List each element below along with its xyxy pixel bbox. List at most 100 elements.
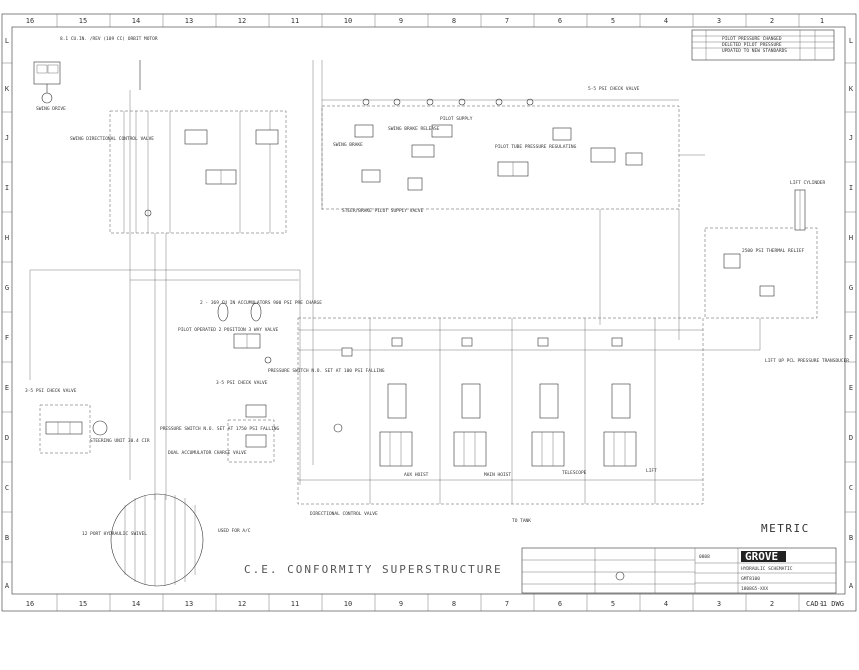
row-label: H — [5, 234, 9, 242]
col-label: 15 — [79, 17, 87, 25]
col-label: 16 — [26, 17, 34, 25]
row-label: I — [849, 184, 853, 192]
title-block-title: HYDRAULIC SCHEMATIC — [741, 566, 793, 572]
col-label: 4 — [664, 17, 668, 25]
steering-unit-group: 3-5 PSI CHECK VALVE STEERING UNIT 30.4 C… — [25, 388, 150, 454]
col-label: 8 — [452, 17, 456, 25]
col-label: 11 — [291, 600, 299, 608]
col-label: 2 — [770, 17, 774, 25]
steering-unit-label: STEERING UNIT 30.4 CIR — [90, 438, 150, 444]
swing-brake-label: SWING BRAKE — [333, 142, 363, 148]
title-block: GROVE HYDRAULIC SCHEMATIC GMT8100 1808G5… — [521, 547, 837, 594]
used-for-aux-label: USED FOR A/C — [218, 528, 251, 534]
to-tank-label: TO TANK — [512, 518, 531, 524]
telescope-label: TELESCOPE — [562, 470, 587, 476]
col-label: 15 — [79, 600, 87, 608]
main-hoist-label: MAIN HOIST — [484, 472, 511, 478]
outer-border — [1, 13, 857, 612]
row-label: G — [5, 284, 9, 292]
title-block-drawing-no: 1808G5-XXX — [741, 586, 768, 592]
col-label: 8 — [452, 600, 456, 608]
directional-valve-bank: DIRECTIONAL CONTROL VALVE AUX HOIST MAIN… — [297, 317, 704, 524]
check-valve-mid-label: 3-5 PSI CHECK VALVE — [216, 380, 268, 386]
col-label: 7 — [505, 600, 509, 608]
col-label: 6 — [558, 600, 562, 608]
col-label: 6 — [558, 17, 562, 25]
row-label: L — [849, 37, 853, 45]
col-label: 11 — [291, 17, 299, 25]
trunk-lines — [29, 60, 680, 500]
pressure-switch-top-label: PRESSURE SWITCH N.O. SET AT 100 PSI FALL… — [268, 368, 385, 374]
projection-symbol — [615, 571, 625, 581]
col-label: 5 — [611, 17, 615, 25]
col-label: 13 — [185, 600, 193, 608]
swing-brake-release-label: SWING BRAKE RELEASE — [388, 126, 440, 132]
dual-accumulator-label: DUAL ACCUMULATOR CHARGE VALVE — [168, 450, 247, 456]
col-label: 16 — [26, 600, 34, 608]
title-block-model: GMT8100 — [741, 576, 760, 582]
col-label: 1 — [820, 17, 824, 25]
col-label: 12 — [238, 17, 246, 25]
col-label: 14 — [132, 600, 140, 608]
inner-border — [11, 26, 846, 595]
col-label: 2 — [770, 600, 774, 608]
row-label: C — [5, 484, 9, 492]
brand-text: GROVE — [745, 550, 778, 563]
col-label: 1 — [820, 600, 824, 608]
col-label: 10 — [344, 17, 352, 25]
swing-valve-group: SWING DIRECTIONAL CONTROL VALVE — [70, 110, 287, 234]
directional-valve-label: DIRECTIONAL CONTROL VALVE — [310, 511, 378, 517]
col-label: 10 — [344, 600, 352, 608]
col-label: 3 — [717, 600, 721, 608]
check-valve-left-label: 3-5 PSI CHECK VALVE — [25, 388, 77, 394]
row-label: D — [849, 434, 853, 442]
col-label: 9 — [399, 600, 403, 608]
steer-brake-group: STEER/BRAKE PILOT SUPPLY VALVE SWING BRA… — [321, 86, 680, 214]
row-label: A — [849, 582, 854, 590]
row-label: H — [849, 234, 853, 242]
col-label: 14 — [132, 17, 140, 25]
col-label: 5 — [611, 600, 615, 608]
hydraulic-swivel: 12 PORT HYDRAULIC SWIVEL USED FOR A/C — [82, 493, 251, 587]
thermal-relief-label: 2500 PSI THERMAL RELIEF — [742, 248, 805, 254]
revision-text: PILOT PRESSURE CHANGED — [722, 36, 782, 42]
swing-motor-label: 8.1 CU.IN. /REV (109 CC) ORBIT MOTOR — [60, 36, 158, 42]
zone-rows: L K J I H G F E D C B A L K J I H G F E … — [2, 37, 856, 590]
pilot-operated-label: PILOT OPERATED 2 POSITION 3 WAY VALVE — [178, 327, 279, 333]
col-label: 12 — [238, 600, 246, 608]
row-label: J — [849, 134, 853, 142]
revision-text: DELETED PILOT PRESSURE — [722, 42, 782, 48]
col-label: 7 — [505, 17, 509, 25]
row-label: G — [849, 284, 853, 292]
row-label: E — [849, 384, 853, 392]
row-label: F — [849, 334, 853, 342]
row-label: K — [849, 85, 854, 93]
drawing-title: C.E. CONFORMITY SUPERSTRUCTURE — [244, 563, 503, 576]
col-label: 9 — [399, 17, 403, 25]
lift-label: LIFT — [646, 468, 657, 474]
col-label: 4 — [664, 600, 668, 608]
pilot-regulating-label: PILOT TUBE PRESSURE REGULATING — [495, 144, 577, 150]
row-label: F — [5, 334, 9, 342]
swing-valve-label: SWING DIRECTIONAL CONTROL VALVE — [70, 136, 154, 142]
revision-text: UPDATED TO NEW STANDARDS — [722, 48, 787, 54]
lift-pressure-label: LIFT UP PCL PRESSURE TRANSDUCER — [765, 358, 849, 364]
row-label: B — [5, 534, 9, 542]
metric-label: METRIC — [761, 522, 810, 535]
check-valve-top-label: 5-5 PSI CHECK VALVE — [588, 86, 640, 92]
aux-hoist-label: AUX HOIST — [404, 472, 429, 478]
lift-lines — [679, 154, 761, 351]
steer-brake-label: STEER/BRAKE PILOT SUPPLY VALVE — [342, 208, 424, 214]
row-label: K — [5, 85, 10, 93]
row-label: C — [849, 484, 853, 492]
sheet-id: 0808 — [699, 554, 710, 560]
zone-columns: 16 15 14 13 12 11 10 9 8 7 6 5 4 3 2 1 1… — [26, 14, 824, 611]
lift-cylinder-group: LIFT CYLINDER 2500 PSI THERMAL RELIEF LI… — [704, 180, 849, 364]
lift-cylinder-label: LIFT CYLINDER — [790, 180, 826, 186]
row-label: D — [5, 434, 9, 442]
row-label: B — [849, 534, 853, 542]
revision-block: PILOT PRESSURE CHANGED DELETED PILOT PRE… — [691, 29, 835, 61]
accumulators-label: 2 - 369 CU IN ACCUMULATORS 900 PSI PRE C… — [200, 300, 322, 306]
row-label: A — [5, 582, 10, 590]
